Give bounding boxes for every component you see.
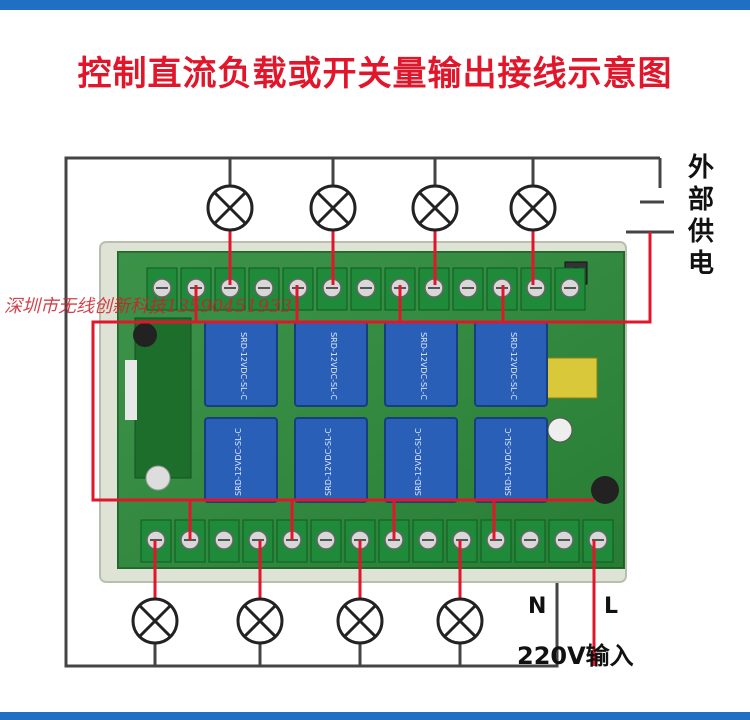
relay-marking: SRD-12VDC-SL-C [504, 428, 513, 496]
transformer [544, 357, 598, 399]
page-title: 控制直流负载或开关量输出接线示意图 [77, 54, 673, 94]
power-input-label: 220V输入 [517, 642, 634, 670]
lamp-group [131, 184, 557, 645]
terminal-screw [208, 519, 240, 563]
frame-wire [64, 156, 674, 668]
terminal-screw [146, 267, 178, 311]
buzzer [145, 465, 171, 491]
relay: SRD-12VDC-SL-C [384, 321, 458, 407]
lamp [206, 184, 254, 232]
terminal-screw [214, 267, 246, 311]
lamp [309, 184, 357, 232]
external-supply-label: 外部供电 [687, 153, 714, 279]
capacitor [547, 417, 573, 443]
wire-segment [91, 232, 652, 502]
lamp [411, 184, 459, 232]
terminal-screw [446, 519, 478, 563]
terminal-screw [310, 519, 342, 563]
terminal-screw [514, 519, 546, 563]
relay-marking: SRD-12VDC-SL-C [324, 428, 333, 496]
relay: SRD-12VDC-SL-C [384, 417, 458, 503]
relay: SRD-12VDC-SL-C [474, 321, 548, 407]
terminal-screw [452, 267, 484, 311]
lamp [131, 597, 179, 645]
lamp [436, 597, 484, 645]
terminal-screw [242, 519, 274, 563]
relay: SRD-12VDC-SL-C [204, 417, 278, 503]
lamp [236, 597, 284, 645]
terminal-screw [316, 267, 348, 311]
relay-marking: SRD-12VDC-SL-C [239, 332, 248, 400]
relay-marking: SRD-12VDC-SL-C [234, 428, 243, 496]
watermark: 深圳市无线创新科技13590451933 [4, 296, 292, 317]
top-bar [0, 0, 750, 10]
terminal-screw [554, 267, 586, 311]
neutral-label: N [528, 594, 547, 619]
terminal-screw [378, 519, 410, 563]
relay-marking: SRD-12VDC-SL-C [329, 332, 338, 400]
bottom-terminal-strip [140, 519, 614, 563]
terminal-screw [350, 267, 382, 311]
relay-marking: SRD-12VDC-SL-C [414, 428, 423, 496]
relay: SRD-12VDC-SL-C [294, 417, 368, 503]
relay-group: SRD-12VDC-SL-C SRD-12VDC-SL-C SRD-12VDC-SL… [204, 321, 548, 503]
terminal-screw [248, 267, 280, 311]
lamp [336, 597, 384, 645]
lamp [509, 184, 557, 232]
terminal-screw [480, 519, 512, 563]
relay: SRD-12VDC-SL-C [294, 321, 368, 407]
bottom-bar [0, 712, 750, 720]
terminal-screw [548, 519, 580, 563]
antenna-coil [133, 323, 157, 347]
terminal-screw [344, 519, 376, 563]
terminal-screw [582, 519, 614, 563]
red-wiring [91, 230, 652, 666]
terminal-screw [412, 519, 444, 563]
terminal-screw [520, 267, 552, 311]
capacitor-2 [591, 476, 619, 504]
relay: SRD-12VDC-SL-C [204, 321, 278, 407]
live-label: L [604, 594, 619, 619]
relay-marking: SRD-12VDC-SL-C [419, 332, 428, 400]
relay-marking: SRD-12VDC-SL-C [509, 332, 518, 400]
relay: SRD-12VDC-SL-C [474, 417, 548, 503]
